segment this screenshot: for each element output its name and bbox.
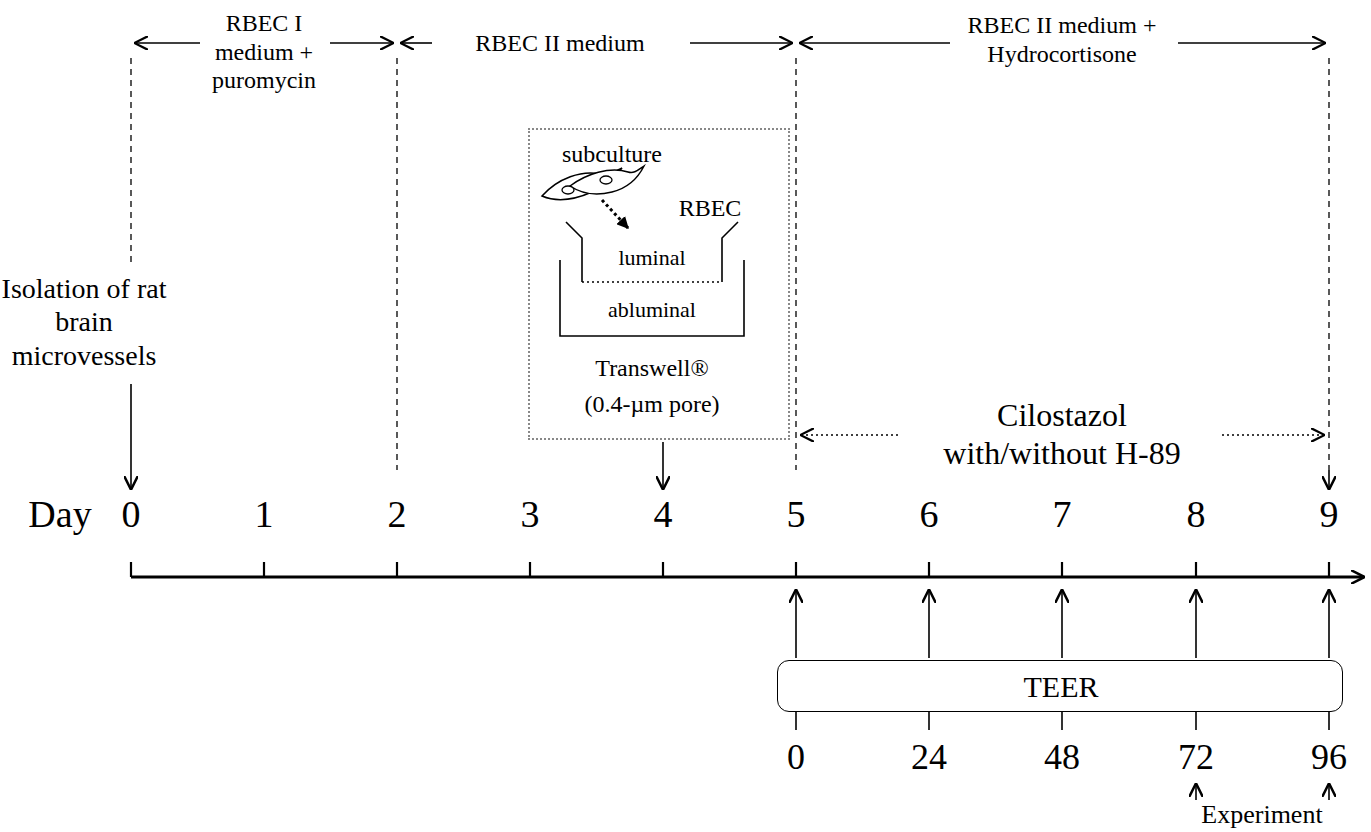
hour-number: 0 — [787, 736, 805, 779]
day-number: 4 — [654, 492, 673, 538]
time-axis — [131, 562, 1364, 577]
event-arrows — [131, 384, 1329, 489]
hour-number: 72 — [1178, 736, 1214, 779]
hour-ticks — [796, 712, 1329, 730]
day-number: 9 — [1320, 492, 1339, 538]
teer-box: TEER — [777, 660, 1343, 712]
day-number: 3 — [521, 492, 540, 538]
axis-title: Day — [28, 492, 91, 538]
device-label: Transwell® — [595, 354, 708, 383]
day-number: 8 — [1187, 492, 1206, 538]
day-number: 5 — [787, 492, 806, 538]
period-label: RBEC II medium + Hydrocortisone — [965, 11, 1160, 69]
day-number: 1 — [255, 492, 274, 538]
day-number: 2 — [388, 492, 407, 538]
subculture-box: subcultureRBEC luminal abluminalTranswell®… — [528, 128, 790, 440]
pore-label: (0.4-µm pore) — [584, 390, 719, 419]
compartment-label: luminal — [618, 245, 685, 271]
cell-label: RBEC — [679, 194, 742, 223]
hour-number: 24 — [911, 736, 947, 779]
day-number: 7 — [1053, 492, 1072, 538]
treatment-label: Cilostazol with/without H-89 — [917, 396, 1207, 473]
transwell-insert: luminal abluminalTranswell® (0.4-µm pore) — [552, 220, 752, 430]
period-label: RBEC I medium + puromycin — [204, 9, 324, 95]
day-number: 0 — [122, 492, 141, 538]
hour-number: 96 — [1311, 736, 1347, 779]
period-label: RBEC II medium — [435, 29, 685, 58]
compartment-label: abluminal — [608, 297, 696, 323]
hour-number: 48 — [1044, 736, 1080, 779]
measurement-label: TEER — [1024, 669, 1099, 705]
day-number: 6 — [920, 492, 939, 538]
period-dividers — [131, 58, 1329, 470]
period-span-arrows — [135, 42, 1325, 44]
event-label: Isolation of rat brain microvessels — [2, 272, 167, 373]
event-label: Experiment — [1201, 799, 1322, 830]
step-label: subculture — [562, 140, 662, 169]
